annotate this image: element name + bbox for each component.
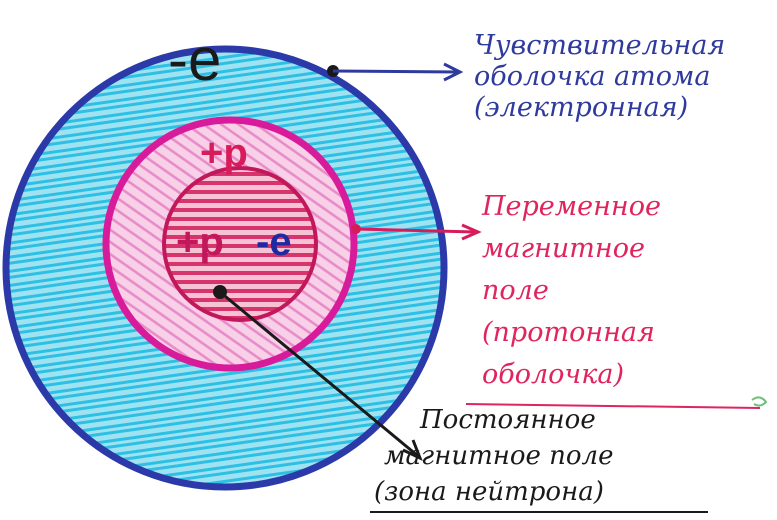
core-proton-symbol: +p xyxy=(176,220,224,264)
variable-field-line-1: Переменное xyxy=(482,186,661,228)
proton-symbol: +p xyxy=(200,131,248,175)
variable-field-line-2: магнитное xyxy=(482,228,661,270)
electron-shell-label: Чувствительная оболочка атома (электронн… xyxy=(474,30,725,123)
variable-field-label: Переменное магнитное поле (протонная обо… xyxy=(482,186,661,396)
core-electron-symbol: -e xyxy=(256,220,292,264)
constant-field-line-2: магнитное поле xyxy=(384,438,614,474)
electron-shell-line-1: Чувствительная xyxy=(474,30,725,61)
variable-field-line-5: оболочка) xyxy=(482,354,661,396)
electron-shell-line-2: оболочка атома xyxy=(474,61,725,92)
constant-field-line-1: Постоянное xyxy=(420,402,614,438)
variable-field-line-4: (протонная xyxy=(482,312,661,354)
electron-shell-arrow xyxy=(333,71,458,72)
constant-field-label: Постоянное магнитное поле (зона нейтрона… xyxy=(420,402,614,510)
outer-electron-symbol: -e xyxy=(168,26,221,93)
electron-shell-line-3: (электронная) xyxy=(474,92,725,123)
constant-field-line-3: (зона нейтрона) xyxy=(374,474,614,510)
right-green-scribble xyxy=(752,397,766,405)
variable-field-line-3: поле xyxy=(482,270,661,312)
